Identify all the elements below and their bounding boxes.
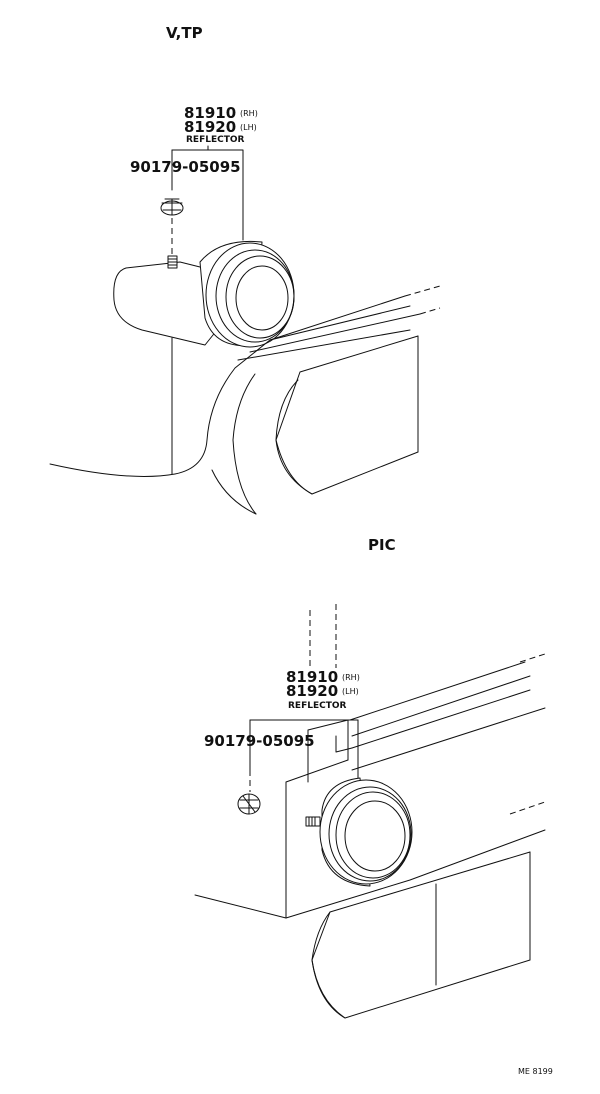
part-name: REFLECTOR [186, 135, 245, 145]
reflector-lens [344, 800, 406, 872]
section-heading: V,TP [166, 24, 203, 42]
guide-lines [309, 604, 337, 668]
reflector-lamp [199, 240, 295, 348]
reflector-label: 81910 (RH) 81920 (LH) REFLECTOR [184, 104, 258, 145]
nut-part-number: 90179-05095 [204, 732, 315, 750]
side-lh: (LH) [240, 123, 257, 132]
part-number-rh: 81910 [286, 668, 338, 686]
part-number-rh: 81910 [184, 104, 236, 122]
reflector-bracket [113, 261, 226, 475]
reflector-lamp [319, 777, 413, 887]
section-heading: PIC [368, 536, 396, 554]
vehicle-body [49, 285, 441, 515]
reflector-lens [235, 265, 289, 331]
reflector-label: 81910 (RH) 81920 (LH) REFLECTOR [286, 668, 360, 711]
nut-icon [160, 198, 184, 216]
stud-bolt [167, 255, 178, 269]
side-rh: (RH) [342, 673, 360, 682]
section-vtp: V,TP 81910 (RH) 81920 (LH) REFLECTOR 901… [49, 24, 441, 515]
vehicle-body [194, 653, 546, 1019]
part-name: REFLECTOR [288, 701, 347, 711]
part-number-lh: 81920 [286, 682, 338, 700]
leader-lines [171, 145, 244, 256]
figure-code: ME 8199 [518, 1067, 553, 1076]
stud-bolt [305, 816, 321, 827]
leader-lines [249, 719, 359, 792]
part-number-lh: 81920 [184, 118, 236, 136]
side-rh: (RH) [240, 109, 258, 118]
side-lh: (LH) [342, 687, 359, 696]
nut-icon [237, 793, 261, 815]
nut-part-number: 90179-05095 [130, 158, 241, 176]
section-pic: PIC 81910 (RH) 81920 (LH) REFLECTOR 9017… [194, 536, 546, 1019]
